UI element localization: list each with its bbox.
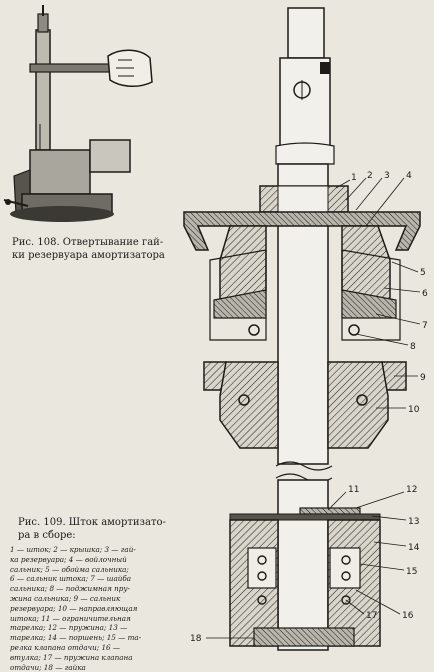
callout-12: 12: [406, 485, 417, 495]
figure-109-caption-line1: Рис. 109. Шток амортизато-: [18, 517, 166, 528]
callout-10: 10: [408, 405, 420, 415]
callout-7: 7: [422, 321, 428, 331]
callout-16: 16: [402, 611, 414, 621]
legend-line: релка клапана отдачи; 16 —: [10, 642, 121, 652]
legend-line: 6 — сальник штока; 7 — шайба: [10, 574, 132, 584]
callout-11: 11: [348, 485, 359, 495]
figure-108-caption-line1: Рис. 108. Отвертывание гай-: [12, 237, 164, 248]
legend-line: резервуара; 10 — направляющая: [10, 603, 138, 613]
figure-109-legend: 1 — шток; 2 — крышка; 3 — гай- ка резерв…: [10, 545, 172, 672]
legend-line: 1 — шток; 2 — крышка; 3 — гай-: [10, 545, 136, 554]
figure-109-caption-line2: ра в сборе:: [18, 530, 76, 541]
callout-18: 18: [190, 634, 202, 644]
legend-line: сальник; 5 — обойма сальника;: [10, 564, 129, 574]
figure-108-caption: Рис. 108. Отвертывание гай- ки резервуар…: [12, 236, 172, 262]
callout-15: 15: [406, 567, 417, 577]
figure-109-caption: Рис. 109. Шток амортизато- ра в сборе:: [18, 516, 168, 542]
vise-illustration: [3, 5, 153, 222]
legend-line: тарелка; 14 — поршень; 15 — та-: [10, 633, 142, 643]
legend-line: отдачи; 18 — гайка: [10, 662, 86, 672]
legend-line: ка резервуара; 4 — войлочный: [10, 554, 127, 564]
callout-labels: 1 2 3 4 5 6 7 8 9 10 11 12 13 14 15 16 1…: [190, 171, 428, 644]
legend-line: штока; 11 — ограничительная: [10, 613, 131, 623]
callout-leaders: [206, 177, 421, 639]
callout-5: 5: [420, 268, 426, 278]
callout-17: 17: [366, 611, 377, 621]
figure-108-caption-line2: ки резервуара амортизатора: [12, 250, 165, 261]
callout-6: 6: [422, 289, 428, 299]
callout-2: 2: [367, 171, 373, 181]
callout-8: 8: [410, 342, 416, 352]
legend-line: втулка; 17 — пружина клапана: [10, 652, 133, 662]
legend-line: сальника; 8 — поджимная пру-: [10, 584, 130, 594]
legend-line: жина сальника; 9 — сальник: [10, 593, 121, 603]
callout-13: 13: [408, 517, 419, 527]
shock-absorber-rod-drawing: 1 2 3 4 5 6 7 8 9 10 11 12 13 14 15 16 1…: [183, 7, 428, 651]
callout-9: 9: [420, 373, 426, 383]
book-page: { "fig108": { "line1": "Рис. 108. Отверт…: [3, 5, 428, 672]
callout-3: 3: [384, 171, 390, 181]
callout-4: 4: [406, 171, 412, 181]
callout-14: 14: [408, 543, 420, 553]
callout-1: 1: [351, 173, 357, 183]
legend-line: тарелка; 12 — пружина; 13 —: [10, 623, 128, 633]
